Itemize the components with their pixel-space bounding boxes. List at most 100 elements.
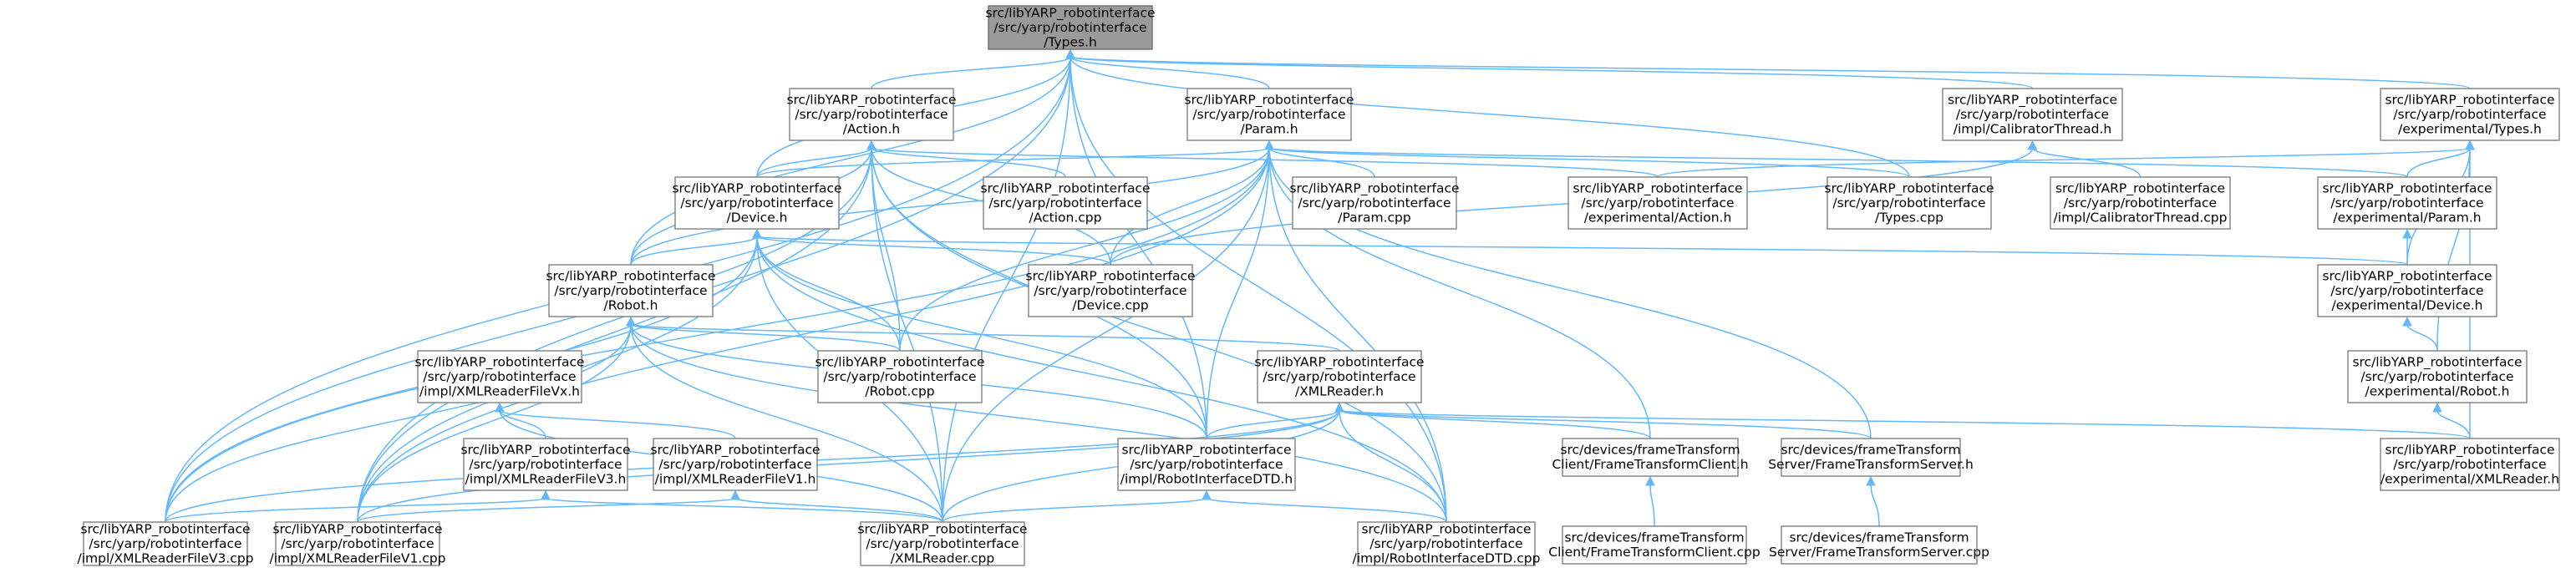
file-node-calibthread-cpp[interactable]: src/libYARP_robotinterface/src/yarp/robo… bbox=[2050, 176, 2231, 230]
file-node-label-line: /impl/XMLReaderFileV1.cpp bbox=[269, 550, 445, 565]
file-node-exp-robot-h[interactable]: src/libYARP_robotinterface/src/yarp/robo… bbox=[2347, 350, 2528, 403]
file-node-label-line: src/libYARP_robotinterface bbox=[2055, 180, 2225, 196]
file-node-xmlreader-h[interactable]: src/libYARP_robotinterface/src/yarp/robo… bbox=[1254, 350, 1425, 403]
file-node-types-cpp[interactable]: src/libYARP_robotinterface/src/yarp/robo… bbox=[1824, 176, 1994, 230]
file-node-box bbox=[1781, 525, 1978, 565]
file-node-label-line: src/libYARP_robotinterface bbox=[985, 5, 1155, 21]
file-node-label-line: /src/yarp/robotinterface bbox=[2393, 457, 2546, 472]
file-node-robot-h[interactable]: src/libYARP_robotinterface/src/yarp/robo… bbox=[546, 264, 716, 317]
file-node-param-cpp[interactable]: src/libYARP_robotinterface/src/yarp/robo… bbox=[1289, 176, 1460, 230]
file-node-label-line: src/libYARP_robotinterface bbox=[272, 521, 442, 537]
file-node-label-line: /src/yarp/robotinterface bbox=[281, 536, 434, 551]
dependency-edge bbox=[499, 409, 546, 439]
file-node-xmlreaderfilev3-h[interactable]: src/libYARP_robotinterface/src/yarp/robo… bbox=[460, 438, 631, 491]
dependency-edge bbox=[630, 323, 1447, 523]
file-node-label-line: /src/yarp/robotinterface bbox=[1832, 195, 1985, 210]
file-node-box bbox=[463, 438, 628, 491]
file-node-robotinterfacedtd-h[interactable]: src/libYARP_robotinterface/src/yarp/robo… bbox=[1117, 438, 1296, 491]
file-node-label-line: src/devices/frameTransform bbox=[1789, 530, 1969, 545]
file-node-xmlreaderfilev3-cpp[interactable]: src/libYARP_robotinterface/src/yarp/robo… bbox=[77, 521, 254, 566]
file-node-ftclient-h[interactable]: src/devices/frameTransformClient/FrameTr… bbox=[1552, 438, 1749, 477]
file-node-robotinterfacedtd-cpp[interactable]: src/libYARP_robotinterface/src/yarp/robo… bbox=[1353, 521, 1541, 566]
file-node-label-line: /src/yarp/robotinterface bbox=[1369, 536, 1522, 551]
file-node-label-line: /Types.cpp bbox=[1875, 210, 1943, 225]
file-node-box bbox=[860, 521, 1025, 566]
arrowhead bbox=[1065, 48, 1075, 59]
file-node-exp-types-h[interactable]: src/libYARP_robotinterface/src/yarp/robo… bbox=[2380, 88, 2560, 141]
file-node-exp-device-h[interactable]: src/libYARP_robotinterface/src/yarp/robo… bbox=[2317, 264, 2497, 317]
dependency-edge bbox=[630, 147, 1270, 266]
file-node-label-line: /impl/CalibratorThread.h bbox=[1954, 121, 2112, 136]
file-node-label-line: /src/yarp/robotinterface bbox=[1034, 283, 1186, 298]
dependency-edge bbox=[1070, 56, 2034, 89]
file-node-label-line: Server/FrameTransformServer.h bbox=[1768, 457, 1974, 472]
dependency-edge bbox=[756, 147, 872, 178]
file-node-param-h[interactable]: src/libYARP_robotinterface/src/yarp/robo… bbox=[1184, 88, 1354, 141]
dependency-edge bbox=[545, 497, 943, 523]
file-node-calibthread-h[interactable]: src/libYARP_robotinterface/src/yarp/robo… bbox=[1942, 88, 2123, 141]
file-node-label-line: src/libYARP_robotinterface bbox=[2385, 442, 2554, 458]
arrowhead bbox=[626, 316, 636, 327]
file-node-label-line: /experimental/Device.h bbox=[2331, 297, 2482, 312]
dependency-edge bbox=[630, 56, 1071, 266]
file-node-label-line: /impl/XMLReaderFileV3.h bbox=[465, 471, 627, 486]
arrowhead bbox=[752, 228, 762, 239]
file-node-box bbox=[1117, 438, 1296, 491]
file-node-box bbox=[817, 350, 983, 403]
file-node-label-line: src/libYARP_robotinterface bbox=[1948, 92, 2117, 108]
file-node-action-cpp[interactable]: src/libYARP_robotinterface/src/yarp/robo… bbox=[980, 176, 1151, 230]
file-node-xmlreaderfilev1-h[interactable]: src/libYARP_robotinterface/src/yarp/robo… bbox=[650, 438, 821, 491]
arrowhead bbox=[1264, 139, 1274, 150]
file-node-label-line: /impl/RobotInterfaceDTD.cpp bbox=[1353, 550, 1541, 565]
file-node-xmlreader-cpp[interactable]: src/libYARP_robotinterface/src/yarp/robo… bbox=[857, 521, 1028, 566]
arrowhead bbox=[1645, 475, 1655, 486]
file-node-label-line: /Param.cpp bbox=[1338, 210, 1410, 225]
file-node-action-h[interactable]: src/libYARP_robotinterface/src/yarp/robo… bbox=[786, 88, 957, 141]
file-node-exp-action-h[interactable]: src/libYARP_robotinterface/src/yarp/robo… bbox=[1567, 176, 1748, 230]
dependency-edge bbox=[1206, 147, 1270, 439]
file-node-label-line: src/libYARP_robotinterface bbox=[1289, 180, 1459, 196]
file-node-box bbox=[83, 521, 248, 566]
dependency-edge bbox=[165, 323, 632, 523]
file-node-box bbox=[1292, 176, 1457, 230]
file-node-label-line: src/devices/frameTransform bbox=[1564, 530, 1744, 545]
file-node-label-line: src/libYARP_robotinterface bbox=[2352, 354, 2522, 370]
file-node-label-line: /src/yarp/robotinterface bbox=[1956, 107, 2109, 122]
file-node-label-line: /src/yarp/robotinterface bbox=[1263, 369, 1415, 384]
file-node-xmlreaderfilev1-cpp[interactable]: src/libYARP_robotinterface/src/yarp/robo… bbox=[269, 521, 446, 566]
arrowhead bbox=[2402, 316, 2412, 327]
file-node-ftclient-cpp[interactable]: src/devices/frameTransformClient/FrameTr… bbox=[1548, 525, 1761, 565]
file-node-ftserver-cpp[interactable]: src/devices/frameTransformServer/FrameTr… bbox=[1769, 525, 1989, 565]
file-node-robot-cpp[interactable]: src/libYARP_robotinterface/src/yarp/robo… bbox=[815, 350, 985, 403]
file-node-label-line: /src/yarp/robotinterface bbox=[795, 107, 948, 122]
dependency-edge bbox=[630, 323, 1340, 352]
arrowhead bbox=[866, 139, 876, 150]
nodes-layer: src/libYARP_robotinterface/src/yarp/robo… bbox=[77, 5, 2560, 566]
file-node-box bbox=[2347, 350, 2528, 403]
file-node-label-line: /src/yarp/robotinterface bbox=[2393, 107, 2546, 122]
file-node-xmlreaderfilevx-h[interactable]: src/libYARP_robotinterface/src/yarp/robo… bbox=[414, 350, 585, 403]
file-node-label-line: /src/yarp/robotinterface bbox=[658, 457, 811, 472]
file-node-box bbox=[1567, 176, 1748, 230]
dependency-edge bbox=[1339, 409, 2471, 439]
file-node-label-line: src/libYARP_robotinterface bbox=[2385, 92, 2554, 108]
file-node-device-cpp[interactable]: src/libYARP_robotinterface/src/yarp/robo… bbox=[1025, 264, 1196, 317]
file-node-label-line: Server/FrameTransformServer.cpp bbox=[1769, 545, 1989, 560]
file-node-label-line: src/libYARP_robotinterface bbox=[1573, 180, 1742, 196]
file-node-label-line: src/libYARP_robotinterface bbox=[672, 180, 841, 196]
file-node-device-h[interactable]: src/libYARP_robotinterface/src/yarp/robo… bbox=[672, 176, 842, 230]
file-node-ftserver-h[interactable]: src/devices/frameTransformServer/FrameTr… bbox=[1768, 438, 1974, 477]
file-node-label-line: /experimental/Action.h bbox=[1584, 210, 1732, 225]
arrowhead bbox=[495, 402, 505, 413]
file-node-label-line: /Param.h bbox=[1240, 121, 1298, 136]
file-node-exp-xmlreader-h[interactable]: src/libYARP_robotinterface/src/yarp/robo… bbox=[2380, 438, 2560, 491]
dependency-edge bbox=[630, 323, 943, 523]
file-node-label-line: /src/yarp/robotinterface bbox=[2330, 195, 2483, 210]
file-node-box bbox=[2050, 176, 2231, 230]
file-node-label-line: src/devices/frameTransform bbox=[1560, 443, 1740, 458]
file-node-exp-param-h[interactable]: src/libYARP_robotinterface/src/yarp/robo… bbox=[2317, 176, 2497, 230]
arrowhead bbox=[2432, 402, 2442, 413]
dependency-edge bbox=[1070, 56, 1910, 178]
file-node-label-line: /impl/XMLReaderFileV1.h bbox=[655, 471, 816, 486]
dependency-edge bbox=[1339, 409, 1447, 523]
